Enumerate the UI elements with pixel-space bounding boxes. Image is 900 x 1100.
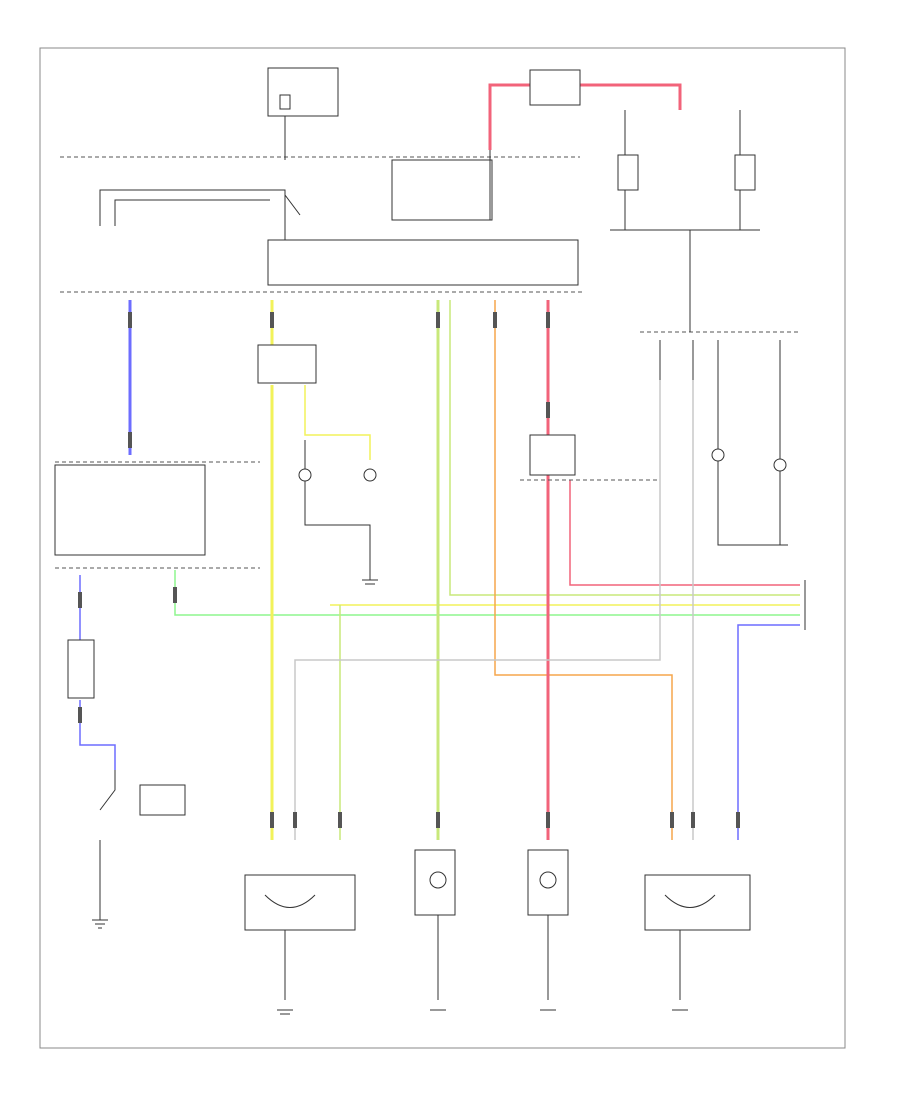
rear-courtesy-lamp-right <box>644 874 751 1011</box>
fuse-icon <box>279 94 291 110</box>
switch-icon <box>139 784 186 816</box>
relay-block <box>267 239 579 286</box>
lamp-icon <box>363 468 377 482</box>
connector-icon <box>691 812 695 828</box>
front-dome-lamp-left <box>414 849 456 1011</box>
connector-icon <box>173 587 177 603</box>
gray-wires <box>294 380 694 840</box>
fuse-icon <box>529 69 581 106</box>
relay-icon <box>67 639 95 699</box>
lamp-housing <box>414 849 456 916</box>
connector-icon <box>493 312 497 328</box>
yellow-green-wires <box>436 300 800 840</box>
connector-icon <box>436 812 440 828</box>
switch-icon <box>617 154 639 191</box>
connector-icon <box>270 312 274 328</box>
lamp-icon <box>429 871 447 889</box>
map-lamps <box>298 440 378 585</box>
connector-icon <box>270 812 274 828</box>
lamp-housing <box>244 874 356 931</box>
lamp-housing <box>644 874 751 931</box>
connector-icon <box>436 312 440 328</box>
hot-at-all-times-fuse <box>267 67 339 160</box>
connector-icon <box>546 312 550 328</box>
cargo-lamps <box>659 340 788 546</box>
ground-icon <box>92 919 108 929</box>
connector-icon <box>78 707 82 723</box>
relay-icon <box>529 434 576 476</box>
ground-icon <box>362 579 378 585</box>
lamp-icon <box>539 871 557 889</box>
rear-courtesy-lamp-left <box>244 874 356 1015</box>
green-wire <box>174 570 800 616</box>
connector-icon <box>338 812 342 828</box>
headlight-switch-block <box>267 159 579 286</box>
dimmer-box <box>257 344 317 384</box>
switch-block-box <box>391 159 493 221</box>
connector-icon <box>128 312 132 328</box>
lamp-icon <box>773 458 787 472</box>
switch-icon <box>284 194 301 216</box>
dimmer-module <box>257 344 317 384</box>
connector-icon <box>546 402 550 418</box>
lamp-icon <box>664 894 716 908</box>
lamp-icon <box>264 894 316 908</box>
module-box <box>54 464 206 556</box>
fuse-block-box <box>267 67 339 117</box>
blue-wire-lower <box>67 575 116 770</box>
lamp-icon <box>298 468 312 482</box>
lamp-icon <box>711 448 725 462</box>
switch-icon <box>734 154 756 191</box>
door-switch-bracket <box>99 189 301 240</box>
ground-icon <box>277 1009 293 1015</box>
connector-icon <box>670 812 674 828</box>
connector-icon <box>128 432 132 448</box>
front-dome-lamp-right <box>527 849 569 1011</box>
red-wire-main <box>546 300 800 840</box>
door-lamp-switches <box>610 110 760 332</box>
ignition-switch <box>92 770 186 929</box>
blue-wire-right <box>737 624 800 840</box>
connector-icons <box>78 312 740 828</box>
interior-light-switch <box>520 434 660 481</box>
red-wire-top <box>488 69 682 220</box>
interior-light-module <box>54 461 260 569</box>
connector-icon <box>736 812 740 828</box>
connector-icon <box>78 592 82 608</box>
connector-icon <box>293 812 297 828</box>
yellow-wires <box>270 300 800 840</box>
diagram-frame <box>39 47 846 1049</box>
orange-wire <box>494 300 673 840</box>
connector-icon <box>546 812 550 828</box>
